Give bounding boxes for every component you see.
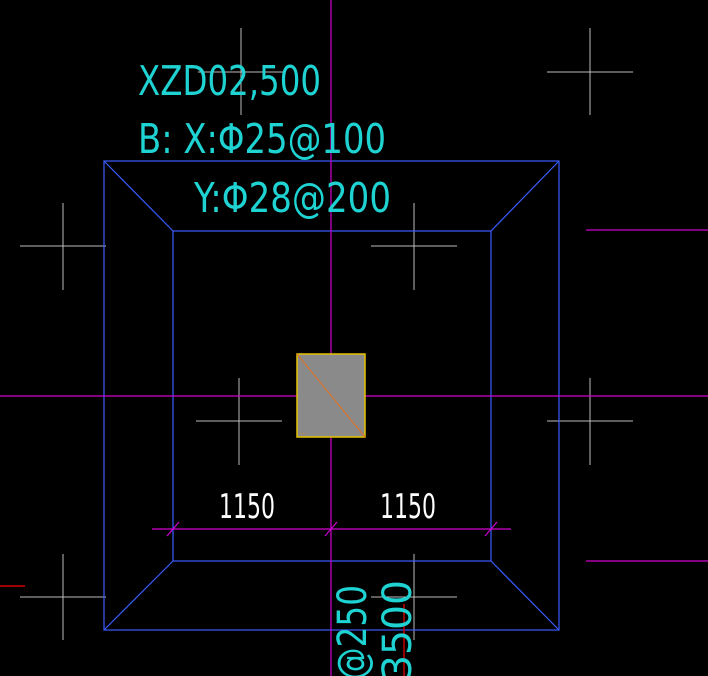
bottom-vertical-texts: @250 3500 bbox=[330, 580, 421, 676]
dimension-text-left[interactable]: 1150 bbox=[219, 487, 275, 527]
footing-slope-line bbox=[103, 560, 174, 631]
crosshair-marker bbox=[196, 378, 282, 465]
dimension-tick bbox=[484, 521, 498, 537]
crosshair-marker bbox=[20, 203, 106, 290]
crosshair-marker bbox=[547, 378, 633, 465]
rebar-y-text[interactable]: Y:Φ28@200 bbox=[193, 174, 391, 222]
footing-slope-line bbox=[490, 560, 560, 631]
column[interactable]: ···· bbox=[296, 353, 366, 438]
crosshair-marker bbox=[547, 28, 633, 115]
column-tag: ···· bbox=[300, 431, 307, 437]
red-marks bbox=[0, 585, 405, 676]
dimension-text-right[interactable]: 1150 bbox=[380, 487, 436, 527]
dimension-tick bbox=[166, 521, 180, 537]
footing-slope-line bbox=[103, 160, 174, 232]
column-diagonal bbox=[296, 353, 366, 438]
dimension-texts: 1150 1150 bbox=[219, 487, 436, 527]
crosshair-marker bbox=[371, 203, 457, 290]
footing-label[interactable]: XZD02,500 bbox=[138, 57, 321, 105]
footing-annotation[interactable]: XZD02,500 B: X:Φ25@100 Y:Φ28@200 bbox=[138, 57, 391, 222]
dimension-tick bbox=[324, 521, 338, 537]
bottom-text-spacing[interactable]: @250 bbox=[330, 585, 376, 676]
crosshair-markers bbox=[20, 28, 633, 640]
bottom-text-dimension[interactable]: 3500 bbox=[375, 580, 421, 676]
crosshair-marker bbox=[198, 28, 284, 115]
crosshair-marker bbox=[20, 554, 106, 640]
footing-slope-line bbox=[490, 160, 560, 232]
crosshair-marker bbox=[371, 554, 457, 640]
rebar-b-x-text[interactable]: B: X:Φ25@100 bbox=[138, 115, 386, 163]
